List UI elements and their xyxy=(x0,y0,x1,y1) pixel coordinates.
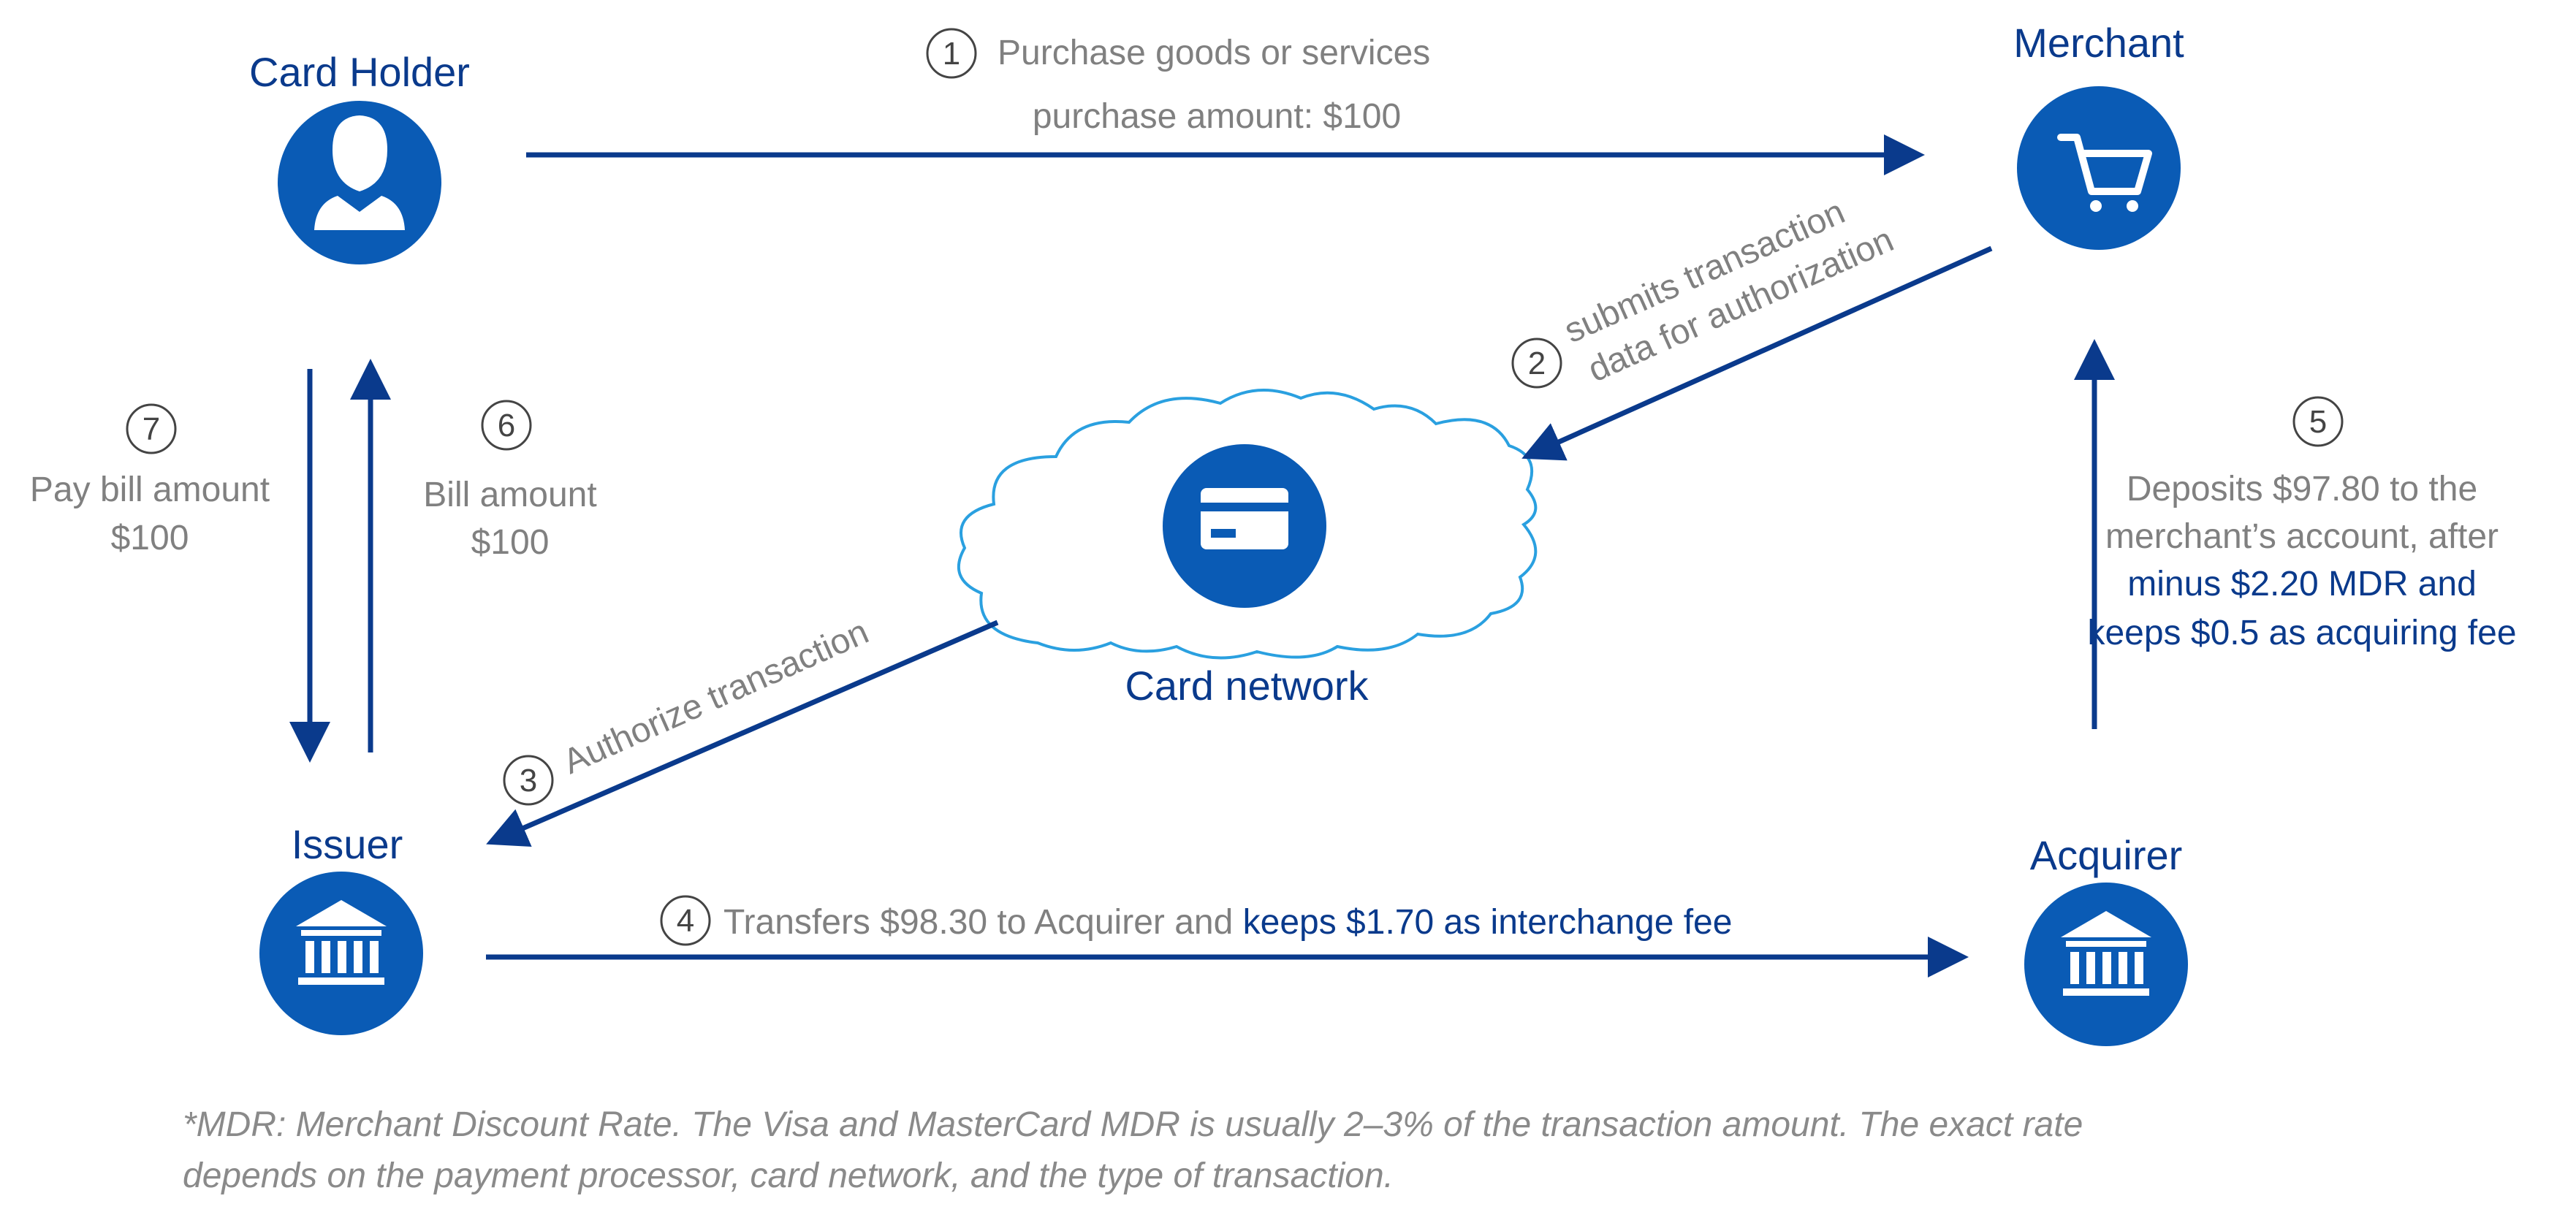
step-4-number: 4 xyxy=(677,903,694,939)
step-5-line3: minus $2.20 MDR and xyxy=(2127,565,2477,603)
step-6-label: 6 Bill amount $100 xyxy=(423,400,597,562)
footnote: *MDR: Merchant Discount Rate. The Visa a… xyxy=(183,1105,2083,1195)
step-7-number: 7 xyxy=(143,411,160,447)
step-3-number: 3 xyxy=(520,763,537,799)
card-holder-node: Card Holder xyxy=(249,49,470,264)
step-6-number: 6 xyxy=(498,408,515,443)
step-1-amount: purchase amount: $100 xyxy=(1033,97,1401,136)
person-icon xyxy=(314,115,405,230)
arrow-step-2 xyxy=(1521,245,1993,461)
issuer-label: Issuer xyxy=(292,821,403,867)
card-network-node: Card network xyxy=(957,389,1538,709)
step-7-label: 7 Pay bill amount $100 xyxy=(30,403,270,557)
issuer-node: Issuer xyxy=(259,821,423,1035)
merchant-circle xyxy=(2017,86,2181,250)
acquirer-node: Acquirer xyxy=(2024,832,2188,1046)
bank-icon xyxy=(296,900,387,985)
step-1-label: 1 Purchase goods or services purchase am… xyxy=(926,28,1430,136)
step-7-line1: Pay bill amount xyxy=(30,470,270,509)
merchant-label: Merchant xyxy=(2013,20,2184,66)
acquirer-label: Acquirer xyxy=(2030,832,2183,878)
merchant-node: Merchant xyxy=(2013,20,2184,250)
step-4-text-gray: Transfers $98.30 to Acquirer and xyxy=(723,903,1243,942)
arrow-step-3 xyxy=(486,620,999,847)
step-2-badge xyxy=(1511,338,1562,389)
step-5-line2: merchant’s account, after xyxy=(2105,517,2499,556)
credit-card-icon xyxy=(1201,488,1288,549)
step-4-text: Transfers $98.30 to Acquirer and keeps $… xyxy=(723,903,1732,942)
step-2-number: 2 xyxy=(1528,346,1546,381)
step-1-number: 1 xyxy=(943,36,960,72)
step-7-badge xyxy=(126,403,177,454)
step-6-line2: $100 xyxy=(471,523,550,562)
step-5-label: 5 Deposits $97.80 to the merchant’s acco… xyxy=(2087,396,2517,652)
step-4-label: 4 Transfers $98.30 to Acquirer and keeps… xyxy=(660,895,1732,946)
step-1-text: Purchase goods or services xyxy=(998,34,1430,72)
step-5-line4: keeps $0.5 as acquiring fee xyxy=(2087,614,2516,652)
step-7-line2: $100 xyxy=(111,519,189,557)
shopping-cart-icon xyxy=(2057,134,2152,212)
footnote-line2: depends on the payment processor, card n… xyxy=(183,1156,1394,1195)
step-5-line1: Deposits $97.80 to the xyxy=(2127,470,2477,508)
step-4-text-blue: keeps $1.70 as interchange fee xyxy=(1243,903,1733,942)
footnote-line1: *MDR: Merchant Discount Rate. The Visa a… xyxy=(183,1105,2083,1144)
step-5-badge xyxy=(2292,396,2344,447)
step-6-line1: Bill amount xyxy=(423,476,596,514)
card-holder-label: Card Holder xyxy=(249,49,470,95)
step-3-badge xyxy=(503,755,554,806)
step-6-badge xyxy=(481,400,532,451)
step-2-label: 2 submits transaction data for authoriza… xyxy=(1511,192,1899,389)
step-4-badge xyxy=(660,895,711,946)
step-5-number: 5 xyxy=(2309,404,2327,440)
step-1-badge xyxy=(926,28,977,79)
step-3-label: 3 Authorize transaction xyxy=(503,612,874,806)
card-network-label: Card network xyxy=(1125,663,1369,709)
bank-icon xyxy=(2061,911,2151,996)
